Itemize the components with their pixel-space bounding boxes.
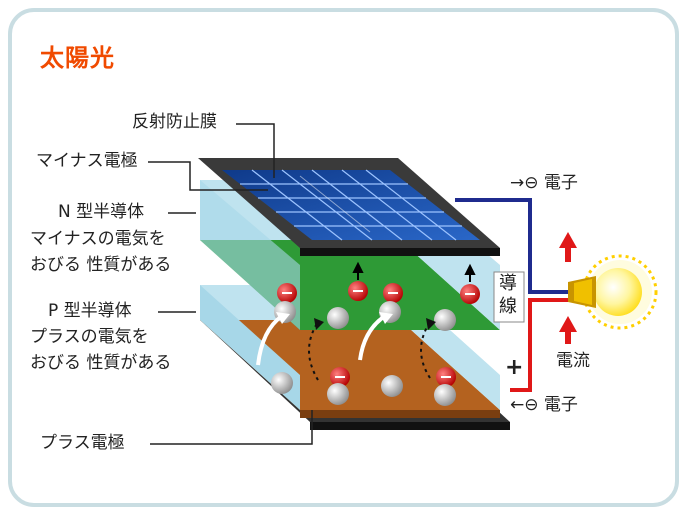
solar-panel [222,170,480,240]
label-p-type: P 型半導体 [48,301,132,321]
diagram-title: 太陽光 [40,44,115,72]
arrow-up-icon [559,232,577,344]
sun-bulb-icon [568,254,658,330]
label-p-desc-1: プラスの電気を [30,327,149,347]
label-n-desc-2: おびる 性質がある [30,255,172,275]
label-n-desc-1: マイナスの電気を [30,229,166,249]
label-wire-char-1: 導 [499,273,517,294]
minus-wire [455,198,570,294]
label-minus-sign: − [507,205,526,230]
label-n-type: N 型半導体 [58,202,145,222]
plus-wire [510,298,570,392]
hole-icon [271,301,456,406]
electron-icon [277,281,480,387]
label-minus-electrode: マイナス電極 [36,151,138,171]
label-electron-bottom: ←⊖ 電子 [510,395,578,415]
label-anti-reflection-film: 反射防止膜 [132,112,217,132]
label-plus-electrode: プラス電極 [40,433,125,453]
label-p-desc-2: おびる 性質がある [30,353,172,373]
label-wire-char-2: 線 [499,296,517,317]
label-plus-sign: + [505,355,524,380]
label-electron-top: →⊖ 電子 [510,173,578,193]
label-current: 電流 [556,351,590,371]
